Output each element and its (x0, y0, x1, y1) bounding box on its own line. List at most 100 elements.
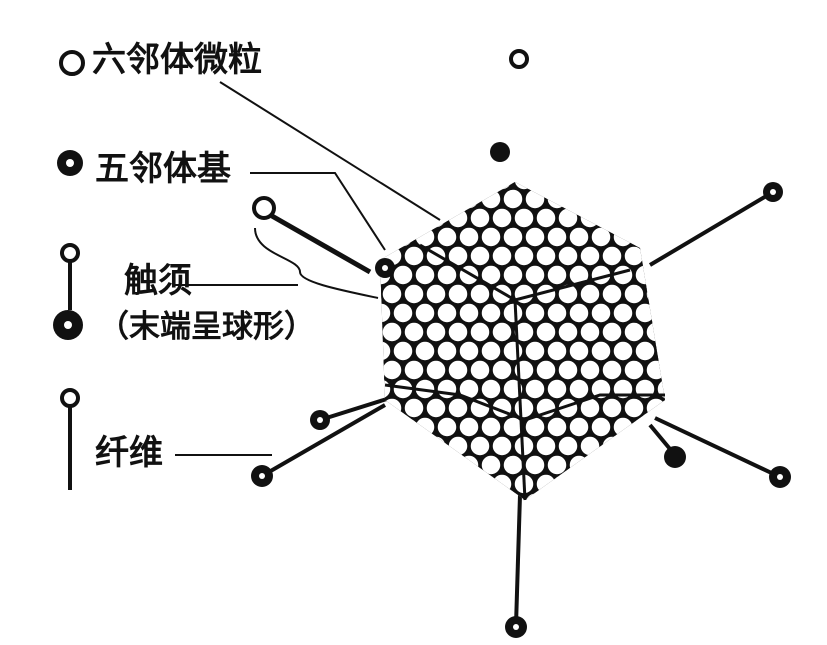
capsomer (479, 491, 503, 500)
capsomer (644, 320, 665, 344)
capsomer (446, 182, 470, 192)
capsomer (380, 206, 404, 230)
capsomer (490, 244, 514, 268)
capsomer (556, 472, 580, 496)
capsomer (622, 206, 646, 230)
capsomer (578, 282, 602, 306)
capsomer (380, 434, 404, 458)
capsomer (567, 301, 591, 325)
capsomer (391, 339, 415, 363)
capsomer (490, 182, 514, 192)
capsomer (457, 301, 481, 325)
capsid-edges (384, 243, 665, 501)
capsomer (391, 225, 415, 249)
capsomer (380, 434, 382, 458)
capsomer (457, 415, 481, 439)
capsomer (501, 225, 525, 249)
capsomer (534, 182, 558, 192)
capsomer (413, 491, 437, 500)
capsomer (567, 377, 591, 401)
legend-tentacle-icon (53, 243, 83, 340)
capsomer (611, 225, 635, 249)
capsomer (424, 282, 448, 306)
capsomer (490, 206, 514, 230)
capsomer (479, 415, 503, 439)
capsomer (556, 244, 580, 268)
capsomer (446, 320, 470, 344)
capsomer (424, 358, 448, 382)
capsomer (644, 182, 665, 192)
capsomer (622, 358, 646, 382)
capsomer (501, 187, 525, 211)
capsomer (457, 225, 481, 249)
capsomer (413, 339, 437, 363)
capsomer (655, 225, 665, 249)
capsomer (380, 301, 393, 325)
capsomer (468, 358, 492, 382)
capsomer (589, 453, 613, 477)
capsomer (402, 282, 426, 306)
capsomer (611, 301, 635, 325)
capsomer (545, 301, 569, 325)
capsomer (380, 187, 393, 211)
capsomer (644, 282, 665, 306)
capsomer (655, 187, 665, 211)
capsomer (380, 453, 393, 477)
capsomer (424, 182, 448, 192)
capsomer (523, 225, 547, 249)
capsomer (479, 453, 503, 477)
capsomer (446, 396, 470, 420)
capsid-penton-base-icon (375, 258, 395, 278)
capsomer (380, 472, 382, 496)
capsomer (589, 225, 613, 249)
capsomer (402, 244, 426, 268)
capsomer (512, 182, 536, 192)
capsomer (435, 491, 459, 500)
capsomer (600, 206, 624, 230)
capsomer (600, 472, 624, 496)
capsomer (589, 491, 613, 500)
capsomer (435, 225, 459, 249)
capsomer (600, 358, 624, 382)
capsomer (611, 453, 635, 477)
capsomer (644, 206, 665, 230)
capsomer (479, 301, 503, 325)
capsomer (611, 187, 635, 211)
capsomer (633, 301, 657, 325)
capsomer (545, 263, 569, 287)
capsomer (391, 453, 415, 477)
capsomer (600, 182, 624, 192)
floating-penton-base-icon (490, 142, 510, 162)
capsomer (633, 491, 657, 500)
capsomer (556, 320, 580, 344)
capsid-fibers (261, 190, 781, 626)
capsomer (424, 472, 448, 496)
capsomer (589, 339, 613, 363)
capsomer (578, 244, 602, 268)
capsomer (600, 320, 624, 344)
capsomer (380, 358, 404, 382)
capsomer (402, 358, 426, 382)
legend-penton-base-icon (57, 150, 83, 176)
floating-hexon-icon (509, 49, 529, 69)
capsomer (545, 491, 569, 500)
capsomer (380, 358, 382, 382)
capsomer (600, 434, 624, 458)
capsomer (380, 472, 404, 496)
capsomer (457, 491, 481, 500)
capsomer (622, 320, 646, 344)
capsomer (644, 358, 665, 382)
capsomer (479, 225, 503, 249)
capsomer (512, 206, 536, 230)
capsomer (578, 472, 602, 496)
capsomer (391, 415, 415, 439)
capsomer (567, 225, 591, 249)
capsomer (622, 396, 646, 420)
capsomer (567, 187, 591, 211)
capsomer (611, 491, 635, 500)
capsomer (622, 282, 646, 306)
fiber-knob-highlights (259, 189, 783, 630)
detached-tentacle-icon (252, 196, 372, 275)
capsomer (567, 339, 591, 363)
